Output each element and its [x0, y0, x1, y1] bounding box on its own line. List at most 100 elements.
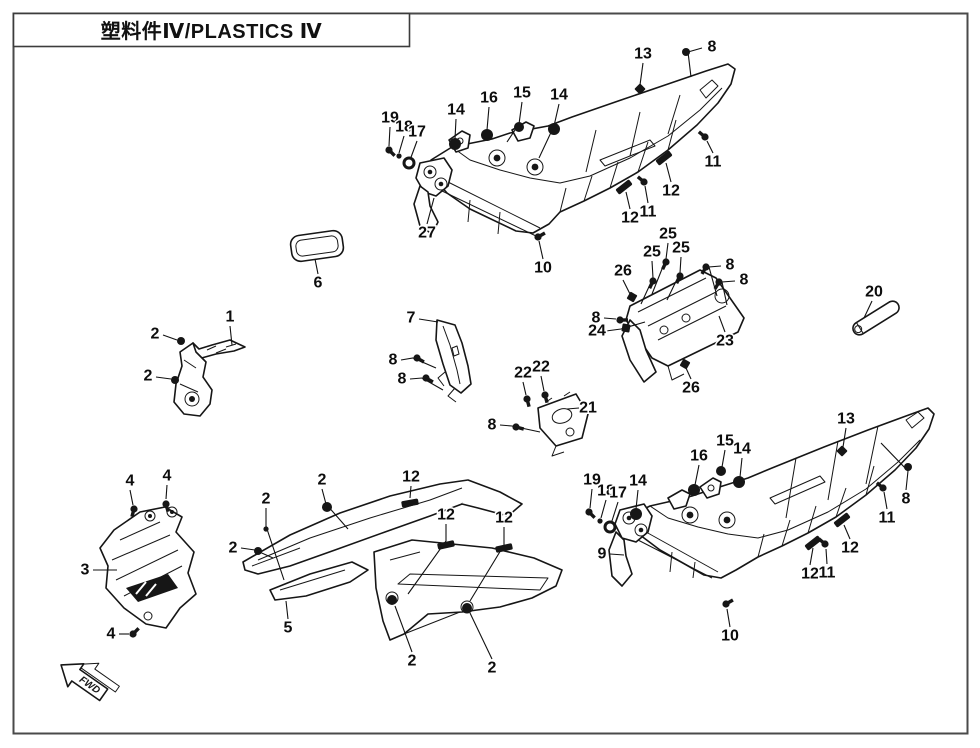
callout-12: 12	[615, 179, 641, 228]
svg-text:10: 10	[534, 260, 552, 277]
svg-text:18: 18	[597, 483, 615, 500]
callout-17: 17	[402, 122, 428, 170]
svg-text:3: 3	[81, 562, 90, 579]
svg-text:4: 4	[107, 626, 116, 643]
callout-25: 25	[651, 224, 679, 295]
callout-22: 22	[513, 363, 534, 408]
svg-text:10: 10	[721, 628, 739, 645]
callout-13: 13	[836, 409, 857, 457]
svg-text:17: 17	[609, 485, 627, 502]
callout-2: 2	[462, 603, 498, 678]
svg-text:4: 4	[163, 468, 172, 485]
svg-text:1: 1	[226, 309, 235, 326]
svg-text:25: 25	[643, 244, 661, 261]
callout-2: 2	[227, 538, 274, 559]
callout-17: 17	[603, 483, 629, 534]
svg-text:12: 12	[801, 566, 819, 583]
callout-16: 16	[688, 446, 710, 496]
callout-7: 7	[405, 308, 439, 328]
callout-12: 12	[469, 508, 515, 602]
svg-text:13: 13	[837, 411, 855, 428]
callout-18: 18	[394, 117, 415, 159]
svg-text:11: 11	[705, 154, 722, 171]
svg-text:17: 17	[408, 124, 426, 141]
callout-12: 12	[655, 150, 682, 201]
svg-text:16: 16	[480, 90, 498, 107]
svg-text:15: 15	[513, 85, 531, 102]
side-panels-part-5	[242, 479, 563, 641]
svg-text:14: 14	[733, 441, 751, 458]
svg-text:9: 9	[598, 546, 607, 563]
callout-27: 27	[417, 197, 438, 243]
callout-25: 25	[666, 238, 692, 301]
callout-8: 8	[880, 442, 912, 509]
callout-26: 26	[613, 261, 638, 303]
callout-11: 11	[817, 537, 837, 583]
svg-text:20: 20	[865, 284, 883, 301]
svg-text:2: 2	[229, 540, 238, 557]
strip-part-6	[289, 229, 345, 263]
bracket-assy-part-23	[621, 269, 745, 383]
callout-8: 8	[700, 255, 736, 297]
callout-16: 16	[479, 88, 500, 141]
callout-20: 20	[863, 282, 885, 319]
svg-text:7: 7	[407, 310, 416, 327]
svg-text:16: 16	[690, 448, 708, 465]
svg-text:12: 12	[662, 183, 680, 200]
svg-text:6: 6	[314, 275, 323, 292]
svg-text:11: 11	[819, 565, 836, 582]
svg-text:2: 2	[262, 491, 271, 508]
callout-10: 10	[720, 598, 741, 646]
bracket-part-7	[435, 319, 472, 403]
svg-text:12: 12	[437, 507, 455, 524]
callout-8: 8	[682, 37, 718, 78]
svg-text:12: 12	[402, 469, 420, 486]
callout-8: 8	[396, 369, 444, 391]
svg-text:12: 12	[621, 210, 639, 227]
callout-22: 22	[531, 357, 552, 404]
svg-text:11: 11	[640, 204, 657, 221]
callout-5: 5	[282, 600, 294, 638]
callout-24: 24	[587, 321, 646, 341]
svg-text:23: 23	[716, 333, 734, 350]
callout-14: 14	[628, 471, 649, 520]
svg-text:19: 19	[381, 110, 399, 127]
callout-9: 9	[596, 544, 625, 564]
svg-text:4: 4	[126, 473, 135, 490]
callout-19: 19	[582, 470, 603, 519]
svg-text:8: 8	[902, 491, 911, 508]
callout-11: 11	[636, 175, 658, 222]
callout-21: 21	[566, 398, 599, 418]
svg-text:19: 19	[583, 472, 601, 489]
callout-23: 23	[715, 315, 736, 351]
svg-text:12: 12	[841, 540, 859, 557]
callout-14: 14	[446, 100, 467, 150]
svg-text:8: 8	[398, 371, 407, 388]
svg-text:5: 5	[284, 620, 293, 637]
callout-2: 2	[316, 470, 349, 530]
svg-text:8: 8	[740, 272, 749, 289]
svg-text:25: 25	[672, 240, 690, 257]
callout-11: 11	[697, 130, 723, 172]
title-box	[12, 12, 411, 48]
callout-15: 15	[715, 431, 736, 476]
rear-tail-panel-left-diagram	[413, 63, 736, 237]
callout-12: 12	[401, 467, 422, 508]
svg-text:8: 8	[488, 417, 497, 434]
callout-4: 4	[105, 624, 140, 644]
callout-13: 13	[633, 44, 654, 95]
svg-text:13: 13	[634, 46, 652, 63]
callout-2: 2	[387, 595, 418, 671]
callout-4: 4	[124, 471, 138, 518]
parts-layer	[99, 63, 935, 641]
callout-14: 14	[538, 85, 570, 159]
callout-14: 14	[732, 439, 753, 488]
svg-text:2: 2	[488, 660, 497, 677]
callout-19: 19	[380, 108, 401, 157]
svg-text:25: 25	[659, 226, 677, 243]
fwd-marker: FWD	[60, 662, 120, 702]
svg-text:18: 18	[395, 119, 413, 136]
svg-text:8: 8	[389, 352, 398, 369]
